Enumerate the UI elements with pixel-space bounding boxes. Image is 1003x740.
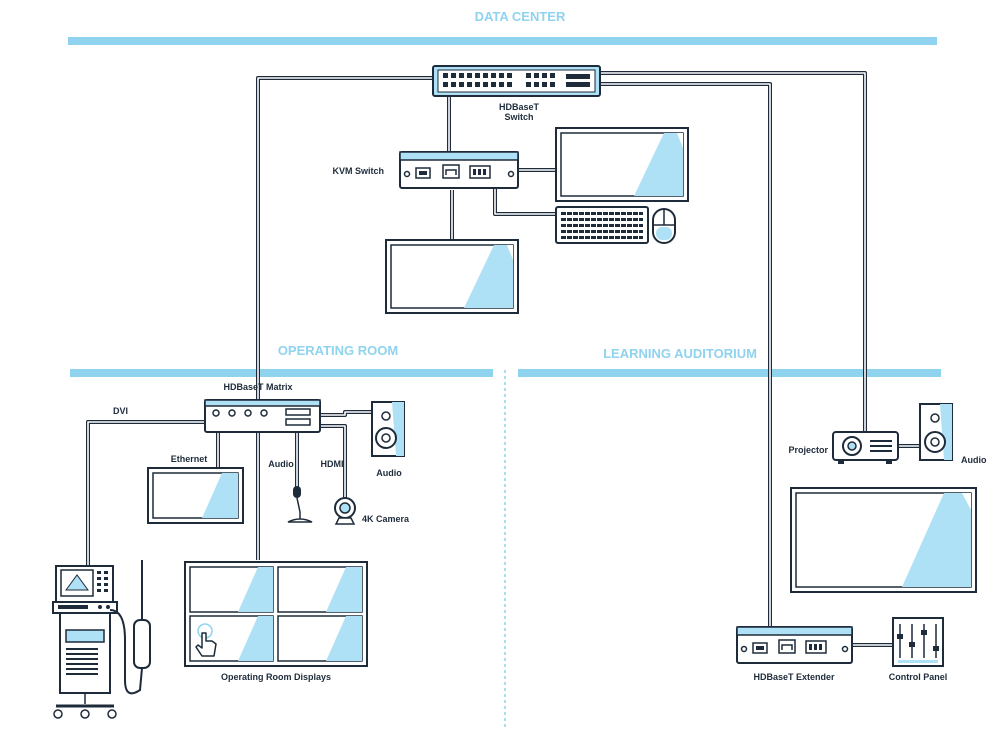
data-center-monitor-upper: [555, 127, 689, 202]
operating-room-band: [70, 369, 493, 377]
zone-title-learning-auditorium: LEARNING AUDITORIUM: [603, 346, 757, 361]
label-ethernet: Ethernet: [171, 454, 208, 464]
microphone-icon: [287, 486, 313, 523]
hdbaset-matrix: [204, 399, 321, 433]
zone-title-data-center: DATA CENTER: [475, 9, 566, 24]
cable-switch-to-projector: [600, 71, 867, 432]
projector-icon: [832, 431, 899, 464]
label-dvi: DVI: [113, 406, 128, 416]
label-hdbaset-switch-1: HDBaseT: [499, 102, 540, 112]
auditorium-display: [790, 487, 977, 593]
label-projector: Projector: [788, 445, 828, 455]
label-audio-speaker-la: Audio: [961, 455, 987, 465]
hdbaset-switch: [432, 65, 601, 97]
label-audio-speaker-or: Audio: [376, 468, 402, 478]
label-control-panel: Control Panel: [889, 672, 948, 682]
cables: [86, 71, 920, 647]
ethernet-display: [147, 467, 244, 524]
mouse-icon: [652, 208, 676, 244]
keyboard: [555, 206, 649, 244]
learning-auditorium-band: [518, 369, 941, 377]
camera-icon: [334, 497, 356, 525]
kvm-switch: [399, 151, 519, 189]
label-4k-camera: 4K Camera: [362, 514, 410, 524]
label-operating-room-displays: Operating Room Displays: [221, 672, 331, 682]
ultrasound-cart: [52, 560, 151, 719]
hdbaset-extender: [736, 626, 853, 664]
data-center-band: [68, 37, 937, 45]
label-hdbaset-switch-2: Switch: [504, 112, 533, 122]
label-kvm-switch: KVM Switch: [332, 166, 384, 176]
control-panel-icon: [892, 617, 944, 667]
label-audio-cable: Audio: [268, 459, 294, 469]
label-hdbaset-matrix: HDBaseT Matrix: [223, 382, 292, 392]
touch-hand-icon: [195, 623, 217, 657]
label-hdmi-cable: HDMI: [321, 459, 344, 469]
speaker-icon: [371, 401, 405, 457]
label-hdbaset-extender: HDBaseT Extender: [753, 672, 835, 682]
data-center-monitor-lower: [385, 239, 519, 314]
zone-title-operating-room: OPERATING ROOM: [278, 343, 398, 358]
speaker-icon-la: [919, 403, 953, 461]
